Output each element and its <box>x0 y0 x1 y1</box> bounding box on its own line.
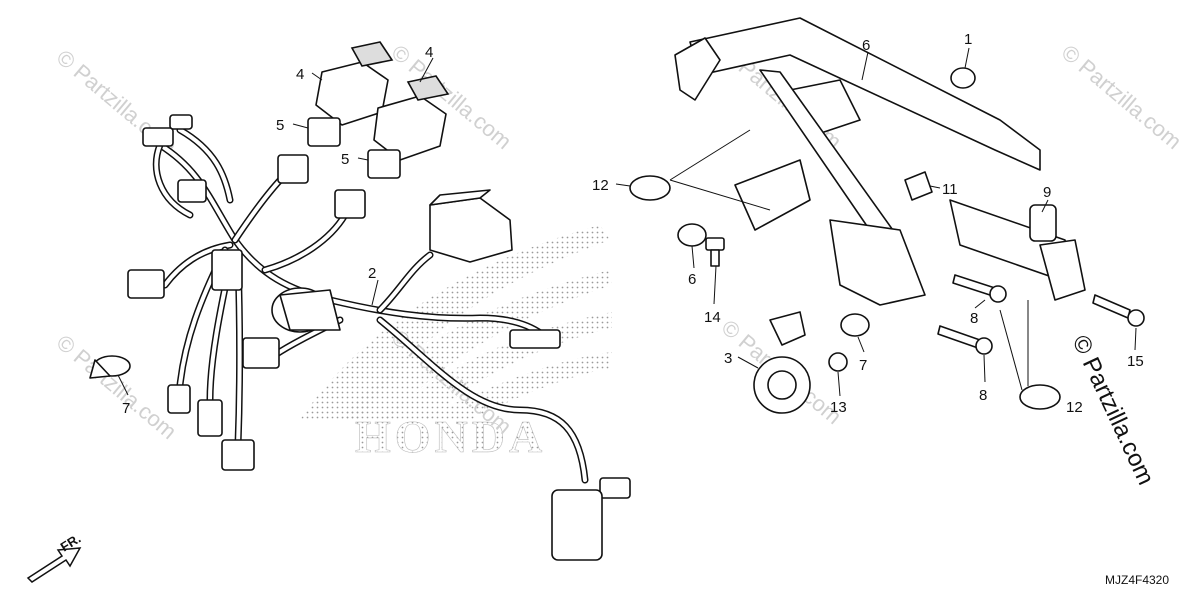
callout-6: 7 <box>859 357 867 374</box>
main-connector-top <box>429 189 491 206</box>
frame-right-plate <box>1039 239 1086 301</box>
callout-9: 9 <box>1043 184 1051 201</box>
flange-nut <box>828 352 848 372</box>
bolt-shank <box>1092 294 1131 319</box>
callout-4: 4 <box>296 66 304 83</box>
callout-12: 12 <box>592 177 609 194</box>
callout-1: 1 <box>964 31 972 48</box>
callout-10: 7 <box>122 400 130 417</box>
diagram-code: MJZ4F4320 <box>1105 573 1169 587</box>
connector <box>127 269 165 299</box>
front-arrow-icon <box>26 547 82 583</box>
wire-harness <box>89 114 631 561</box>
relay-cover-top <box>350 41 394 67</box>
connector <box>177 179 207 203</box>
callout-4: 4 <box>425 44 433 61</box>
callout-13: 13 <box>830 399 847 416</box>
connector <box>599 477 631 499</box>
watermark-text: © Partzilla.com <box>1057 40 1187 154</box>
callout-8: 8 <box>970 310 978 327</box>
rubber-mount <box>840 313 870 337</box>
connector <box>277 154 309 184</box>
wire-band <box>1019 384 1061 410</box>
connector <box>197 399 223 437</box>
main-connector <box>429 197 513 263</box>
brand-wordmark: HONDA <box>355 411 546 462</box>
callout-12: 12 <box>1066 399 1083 416</box>
rubber-mount <box>677 223 707 247</box>
callout-6: 6 <box>688 271 696 288</box>
bolt-head <box>989 285 1007 303</box>
watermark-text: © Partzilla.com <box>52 330 182 444</box>
wire-clip <box>904 171 933 201</box>
connector <box>167 384 191 414</box>
frame-lower-bracket <box>829 219 926 306</box>
relay <box>307 117 341 147</box>
callout-5: 5 <box>341 151 349 168</box>
connector <box>169 114 193 130</box>
callout-labels: 4 4 5 5 2 7 1 6 11 12 9 6 7 14 3 13 8 8 … <box>122 31 1144 417</box>
frame-left-tab <box>674 37 721 101</box>
suppressor-body <box>279 289 341 331</box>
relay <box>367 149 401 179</box>
connector <box>242 337 280 369</box>
callout-11: 11 <box>942 181 958 198</box>
callout-15: 15 <box>1127 353 1144 370</box>
horn-center <box>767 370 797 400</box>
connector <box>142 127 174 147</box>
frame-top-tube <box>689 17 1041 171</box>
bolt-shank <box>710 249 720 267</box>
collar <box>1029 204 1057 242</box>
connector <box>211 249 243 291</box>
callout-2: 2 <box>368 265 376 282</box>
callout-7: 6 <box>862 37 870 54</box>
leader-lines <box>117 47 1137 397</box>
front-direction-indicator: FR. <box>26 531 83 583</box>
relay-cover-top <box>406 75 450 101</box>
bolt-head <box>1127 309 1145 327</box>
callout-5: 5 <box>276 117 284 134</box>
honda-wing-logo: HONDA <box>300 225 612 462</box>
callout-3: 3 <box>724 350 732 367</box>
connector <box>509 329 561 349</box>
relay-group <box>307 41 450 179</box>
frame-side-bracket <box>734 159 811 231</box>
bolt-shank <box>937 325 981 349</box>
horn-stay <box>769 311 806 346</box>
wire-band <box>629 175 671 201</box>
bolt-head <box>705 237 725 251</box>
grommet <box>950 67 976 89</box>
connector <box>221 439 255 471</box>
connector <box>334 189 366 219</box>
callout-14: 14 <box>704 309 721 326</box>
band-clamp-tab <box>89 359 111 379</box>
callout-8: 8 <box>979 387 987 404</box>
frame-bracket <box>629 17 1145 414</box>
bolt-head <box>975 337 993 355</box>
control-unit <box>551 489 603 561</box>
bolt-shank <box>952 274 996 297</box>
